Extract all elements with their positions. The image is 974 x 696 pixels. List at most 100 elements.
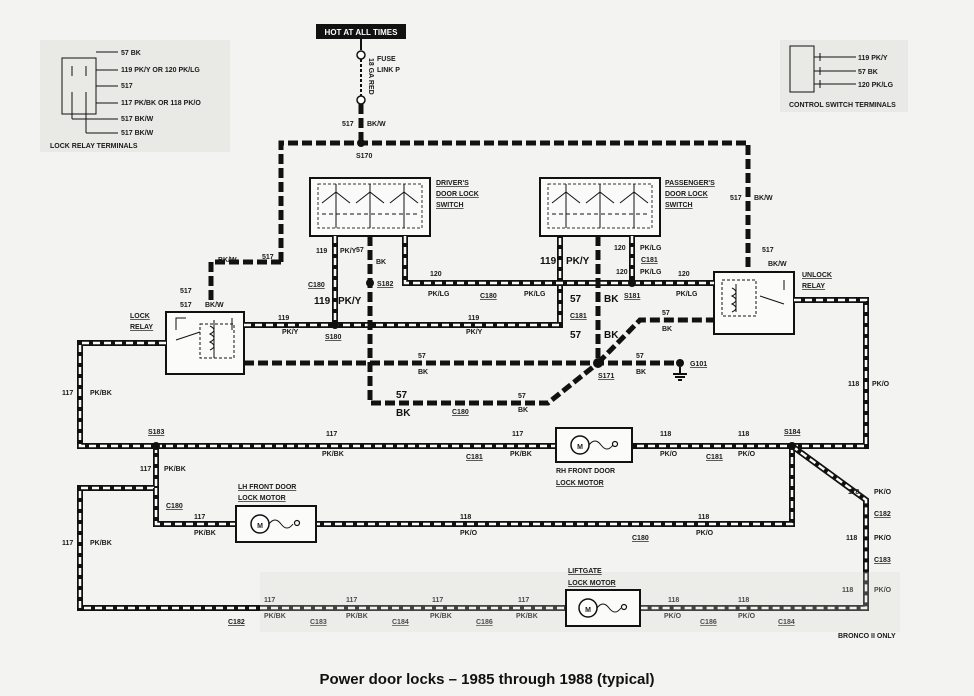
svg-text:C186: C186 (476, 619, 493, 626)
svg-text:120: 120 (614, 245, 626, 252)
svg-text:118: 118 (698, 514, 709, 521)
svg-text:517: 517 (180, 302, 192, 309)
svg-text:PK/BK: PK/BK (90, 540, 112, 547)
svg-text:PK/BK: PK/BK (322, 451, 344, 458)
svg-text:BK: BK (396, 408, 411, 419)
svg-text:PK/O: PK/O (872, 381, 890, 388)
lock-relay-pin-1: 57 BK (121, 50, 141, 57)
svg-text:119: 119 (316, 248, 327, 255)
svg-text:117: 117 (140, 466, 151, 473)
svg-text:C184: C184 (778, 619, 795, 626)
svg-text:57: 57 (396, 390, 408, 401)
svg-text:118: 118 (848, 381, 859, 388)
svg-text:BK/W: BK/W (218, 257, 237, 264)
lock-relay-pin-3: 517 (121, 83, 133, 90)
svg-text:PK/LG: PK/LG (640, 269, 662, 276)
svg-text:PK/LG: PK/LG (428, 291, 450, 298)
svg-text:PK/LG: PK/LG (640, 245, 662, 252)
lock-relay-terminals-title: LOCK RELAY TERMINALS (50, 143, 138, 150)
passengers-switch-label-1: PASSENGER'S (665, 180, 715, 187)
svg-text:C180: C180 (632, 535, 649, 542)
svg-text:PK/BK: PK/BK (164, 466, 186, 473)
control-switch-terminals-inset: 119 PK/Y 57 BK 120 PK/LG CONTROL SWITCH … (780, 40, 908, 112)
svg-text:PK/BK: PK/BK (516, 613, 538, 620)
svg-text:PK/O: PK/O (874, 587, 892, 594)
svg-text:PK/Y: PK/Y (466, 329, 483, 336)
svg-text:117: 117 (62, 540, 73, 547)
svg-text:C184: C184 (392, 619, 409, 626)
svg-text:PK/O: PK/O (874, 535, 892, 542)
svg-text:PK/O: PK/O (660, 451, 678, 458)
svg-text:BK: BK (518, 407, 528, 414)
liftgate-lock-motor[interactable]: M (565, 589, 641, 627)
svg-text:PK/BK: PK/BK (510, 451, 532, 458)
svg-text:C180: C180 (480, 293, 497, 300)
wire-117-circuit: 117 PK/BK S183 117 PK/BK 117 PK/BK C181 … (62, 340, 566, 626)
svg-text:C180: C180 (308, 282, 325, 289)
svg-text:C183: C183 (874, 557, 891, 564)
power-feed: HOT AT ALL TIMES 18 GA RED FUSE LINK P 5… (316, 24, 406, 160)
svg-text:PK/O: PK/O (738, 451, 756, 458)
control-switch-pin-1: 119 PK/Y (858, 55, 888, 62)
svg-text:PK/O: PK/O (664, 613, 682, 620)
lock-relay-terminals-inset: 57 BK 119 PK/Y OR 120 PK/LG 517 117 PK/B… (40, 40, 230, 152)
svg-text:517: 517 (762, 247, 774, 254)
svg-text:C182: C182 (228, 619, 245, 626)
svg-text:BK: BK (636, 369, 646, 376)
wire-119-circuit: 119 PK/Y 119 PK/Y C180 S180 119 PK/Y 119… (244, 236, 590, 341)
svg-text:C181: C181 (570, 313, 587, 320)
svg-text:C182: C182 (874, 511, 891, 518)
liftgate-motor-symbol: M (585, 607, 591, 614)
svg-text:BK/W: BK/W (205, 302, 224, 309)
svg-text:57: 57 (356, 247, 364, 254)
svg-text:118: 118 (848, 489, 859, 496)
svg-text:S184: S184 (784, 429, 800, 436)
lh-motor-label-1: LH FRONT DOOR (238, 484, 296, 491)
control-switch-pin-2: 57 BK (858, 69, 878, 76)
lh-front-door-lock-motor[interactable]: M (235, 505, 317, 543)
svg-text:PK/Y: PK/Y (340, 248, 357, 255)
drivers-switch-label-2: DOOR LOCK (436, 191, 479, 198)
svg-text:C181: C181 (466, 454, 483, 461)
lock-relay-pin-2: 119 PK/Y OR 120 PK/LG (121, 67, 200, 74)
s170-label: S170 (356, 153, 372, 160)
svg-text:C181: C181 (706, 454, 723, 461)
unlock-relay-label-1: UNLOCK (802, 272, 832, 279)
rh-front-door-lock-motor[interactable]: M (555, 427, 633, 463)
svg-text:118: 118 (738, 597, 749, 604)
svg-text:PK/Y: PK/Y (282, 329, 299, 336)
svg-text:C180: C180 (452, 409, 469, 416)
svg-text:C180: C180 (166, 503, 183, 510)
svg-text:BK: BK (376, 259, 386, 266)
passengers-door-lock-switch[interactable] (539, 177, 661, 237)
splice-s183 (152, 442, 160, 450)
lock-relay[interactable] (165, 311, 245, 375)
passengers-switch-label-2: DOOR LOCK (665, 191, 708, 198)
svg-text:120: 120 (430, 271, 442, 278)
splice-s181 (628, 279, 636, 287)
svg-text:57: 57 (636, 353, 644, 360)
svg-text:517: 517 (730, 195, 742, 202)
svg-text:C181: C181 (641, 257, 658, 264)
svg-text:PK/O: PK/O (874, 489, 892, 496)
svg-text:PK/BK: PK/BK (264, 613, 286, 620)
rh-motor-symbol: M (577, 444, 583, 451)
svg-text:117: 117 (62, 390, 73, 397)
svg-text:117: 117 (346, 597, 357, 604)
drivers-door-lock-switch[interactable] (309, 177, 431, 237)
svg-text:S181: S181 (624, 293, 640, 300)
svg-text:PK/O: PK/O (696, 530, 714, 537)
svg-text:BK/W: BK/W (768, 261, 787, 268)
lock-relay-pin-4: 117 PK/BK OR 118 PK/O (121, 100, 201, 107)
lock-relay-pin-6: 517 BK/W (121, 130, 154, 137)
unlock-relay-label-2: RELAY (802, 283, 825, 290)
svg-text:PK/Y: PK/Y (566, 256, 590, 267)
wire-517-top: 517 (342, 121, 354, 128)
unlock-relay[interactable] (713, 271, 795, 335)
svg-text:BK: BK (604, 294, 619, 305)
svg-text:57: 57 (570, 330, 582, 341)
passengers-switch-label-3: SWITCH (665, 202, 693, 209)
lock-relay-label-1: LOCK (130, 313, 150, 320)
svg-text:PK/O: PK/O (738, 613, 756, 620)
wire-118-circuit: 118 PK/O S184 118 PK/O C181 118 PK/O 118… (316, 297, 892, 626)
